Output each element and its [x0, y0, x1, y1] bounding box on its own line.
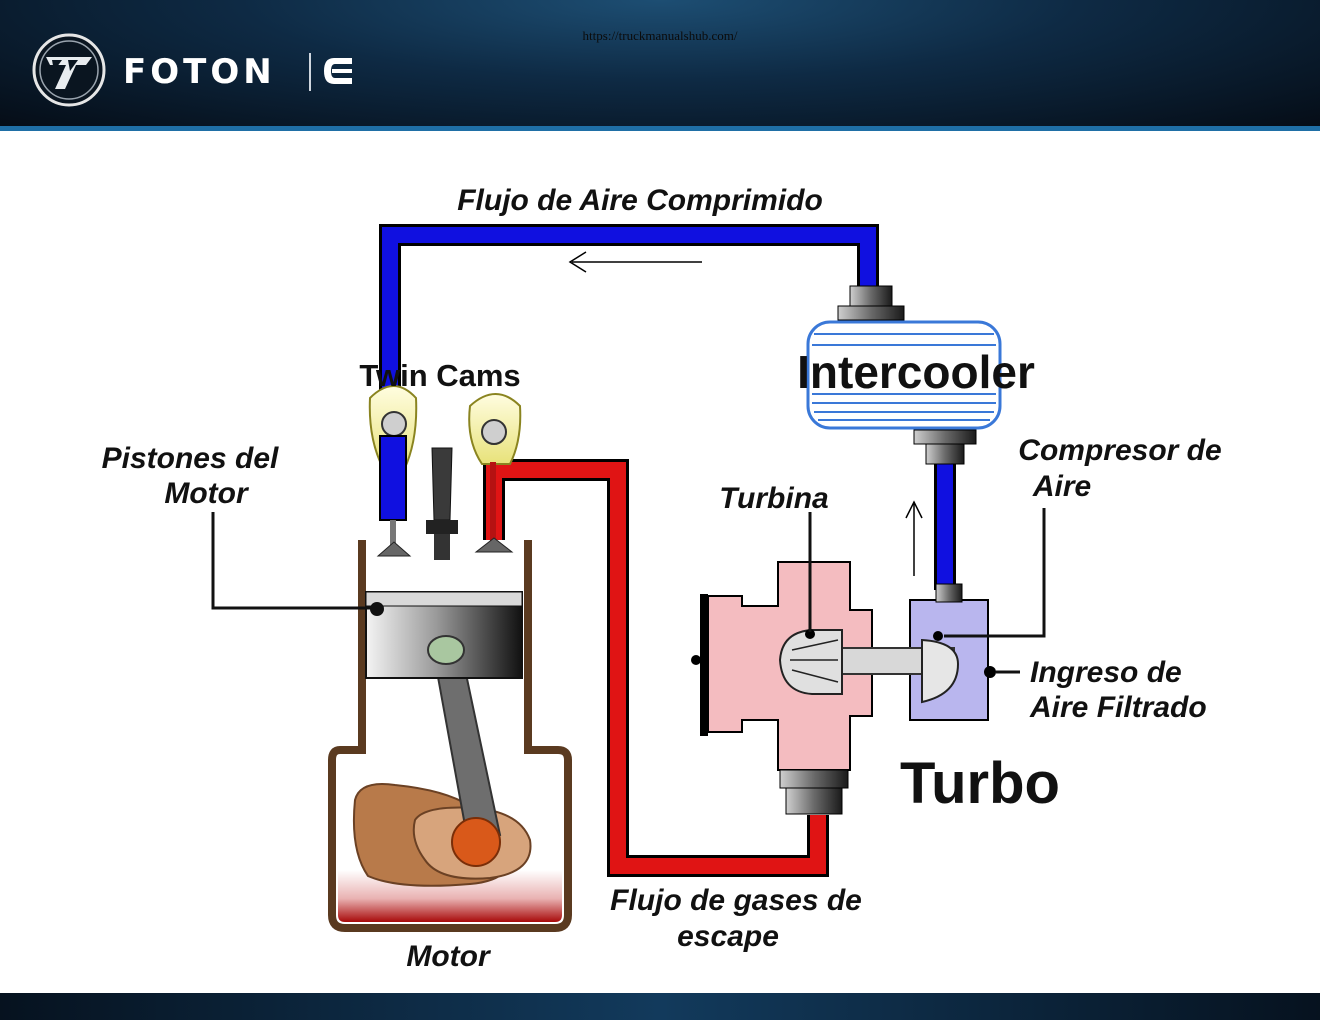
air-compressor-label-line2: Aire [1032, 470, 1091, 503]
filtered-air-label-line2: Aire Filtrado [1029, 691, 1207, 724]
turbo-unit [691, 561, 996, 815]
cummins-c-icon [324, 58, 352, 84]
engine-label: Motor [406, 940, 492, 973]
twin-cams [368, 385, 522, 560]
filtered-air-label-line1: Ingreso de [1030, 656, 1182, 689]
twin-cams-label: Twin Cams [359, 358, 520, 393]
intercooler-unit [806, 285, 1002, 465]
header-bar [0, 0, 1320, 126]
foton-logo-icon [32, 33, 106, 107]
brand-divider [309, 53, 311, 91]
compressed-air-pipe [379, 224, 956, 590]
header-accent-stripe [0, 126, 1320, 131]
compressed-air-flow-label: Flujo de Aire Comprimido [457, 184, 823, 217]
exhaust-flow-label-line2: escape [677, 920, 779, 953]
engine-pistons-label-line1: Pistones del [102, 442, 279, 475]
leader-lines [211, 508, 1046, 674]
engine-block [328, 540, 572, 932]
turbo-label: Turbo [900, 751, 1060, 816]
source-url[interactable]: https://truckmanualshub.com/ [582, 28, 738, 43]
air-compressor-label-line1: Compresor de [1018, 434, 1221, 467]
brand-name: FOTON [123, 52, 276, 92]
footer-bar [0, 993, 1320, 1020]
intercooler-label: Intercooler [797, 346, 1035, 398]
engine-pistons-label-line2: Motor [164, 477, 250, 510]
turbine-label: Turbina [719, 482, 828, 515]
exhaust-flow-label-line1: Flujo de gases de [610, 884, 862, 917]
